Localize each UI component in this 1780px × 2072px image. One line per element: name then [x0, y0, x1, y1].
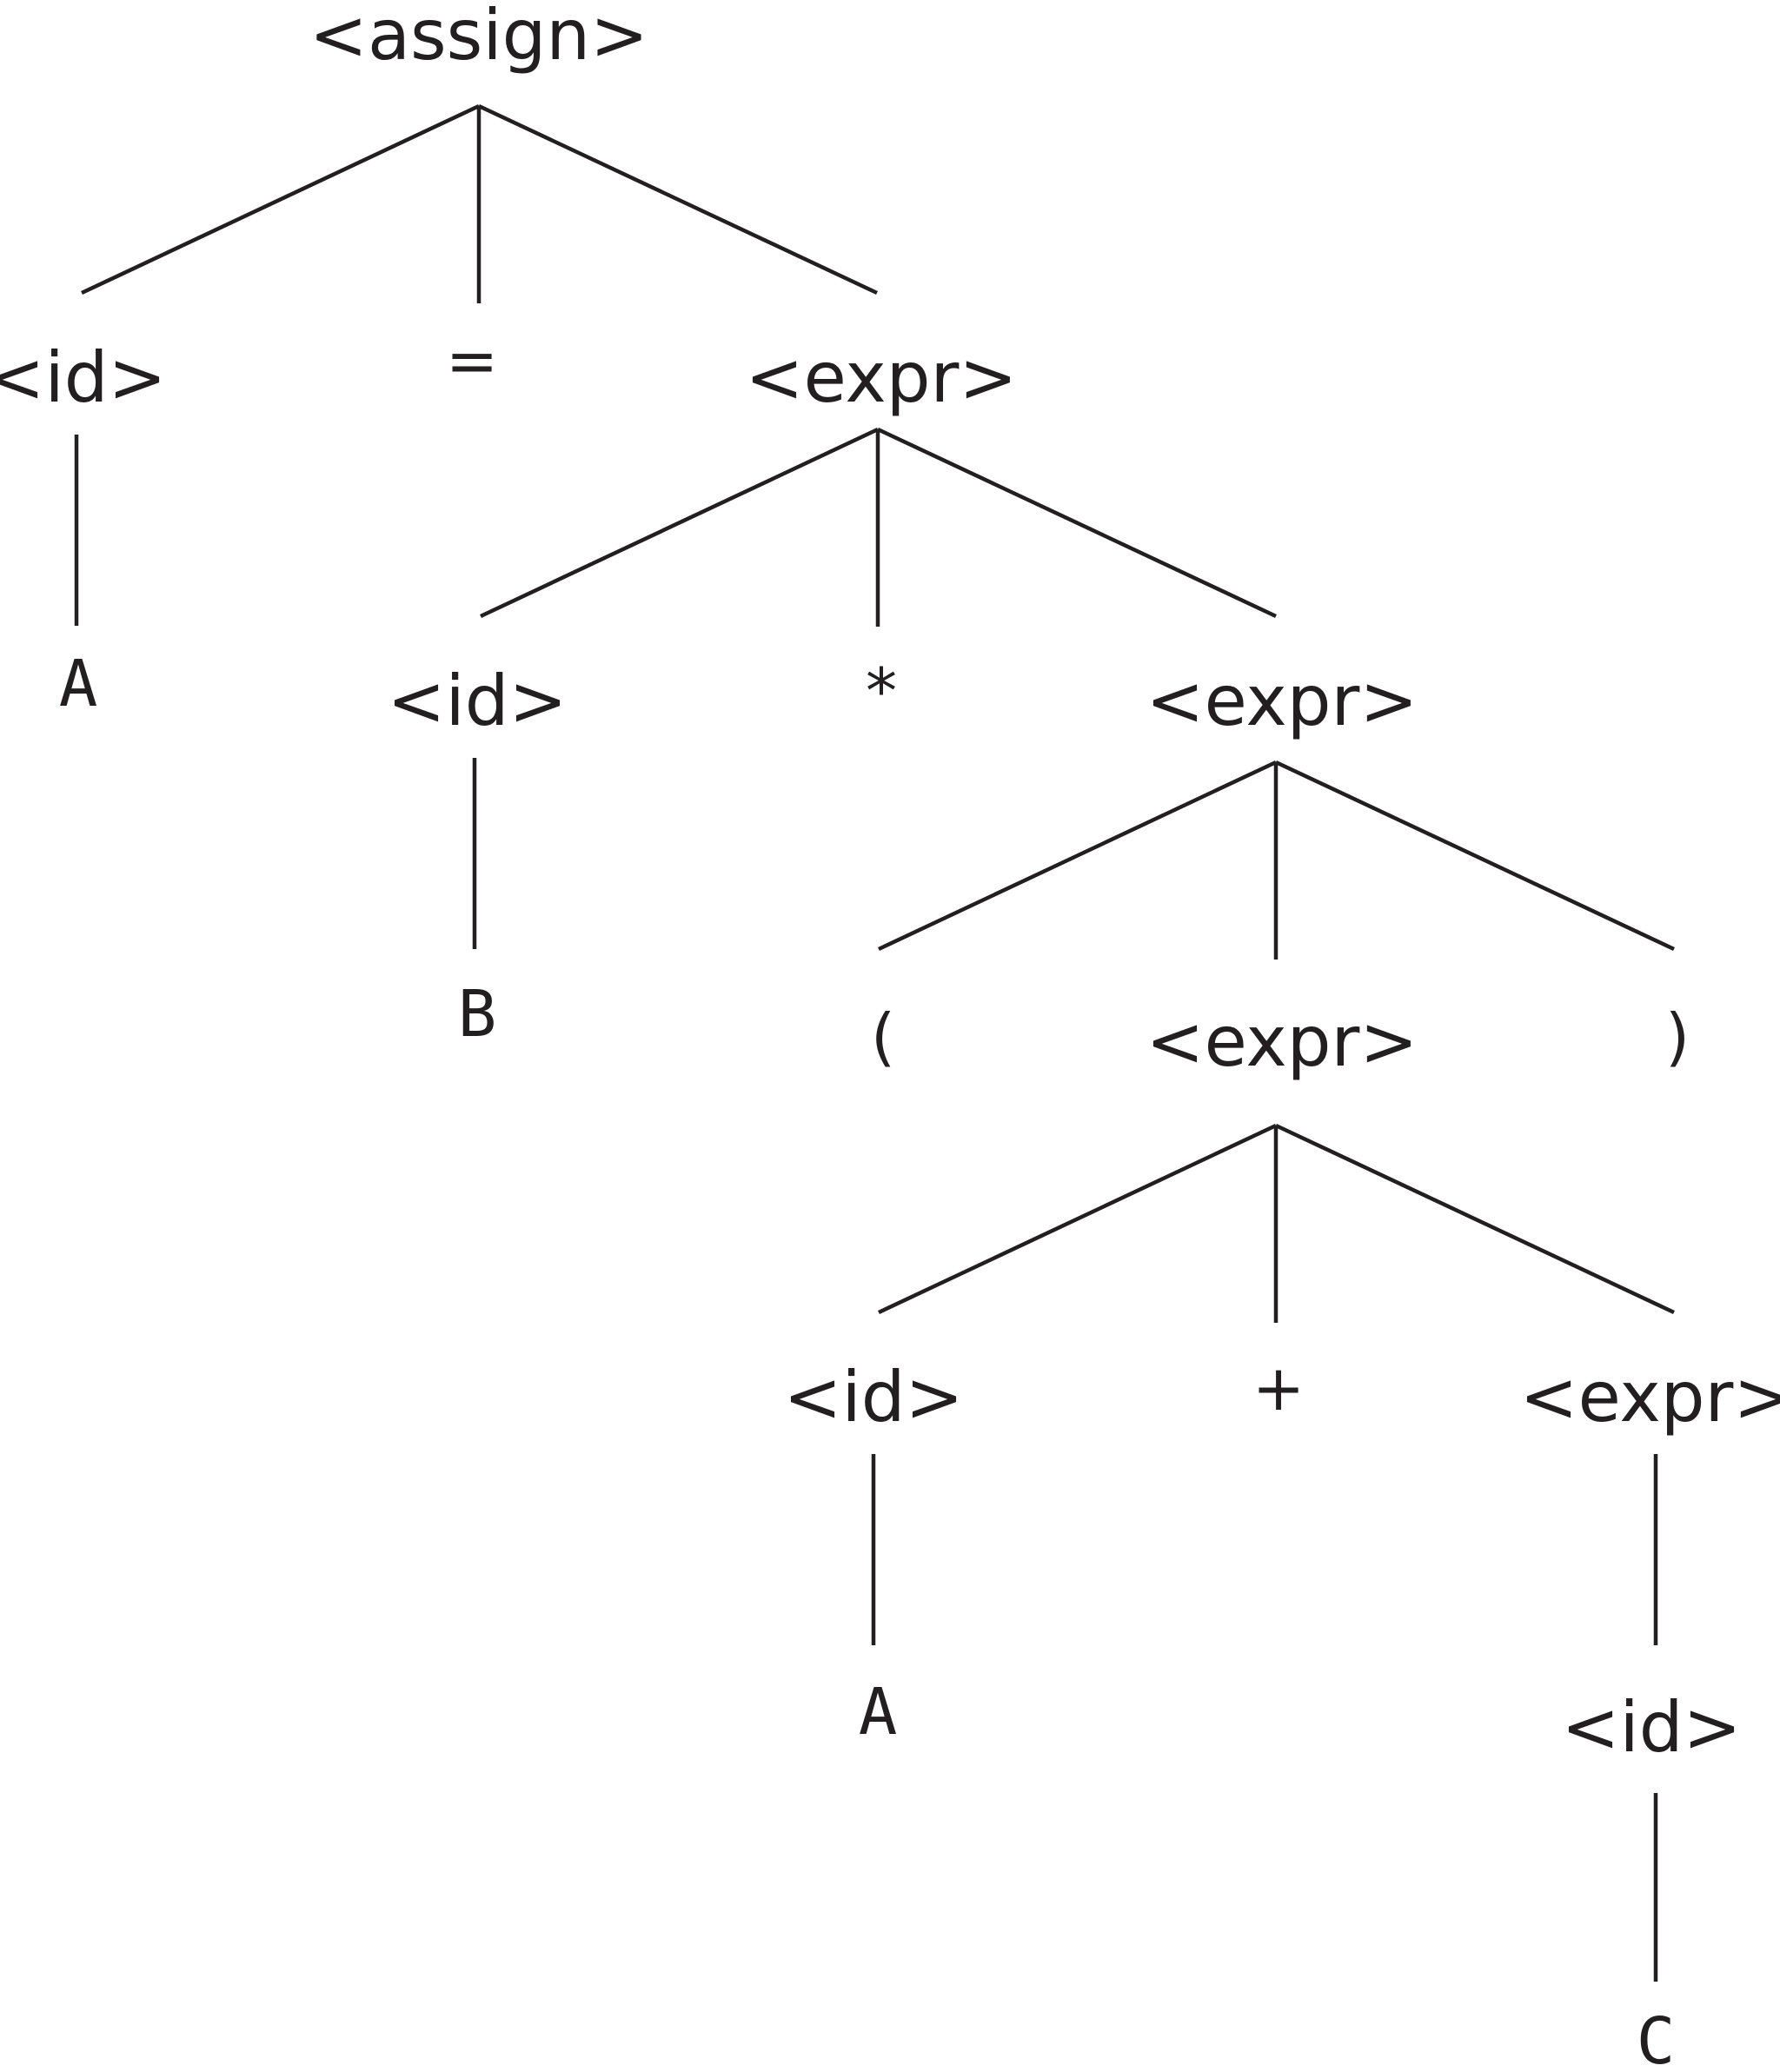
edge-assign-id: [81, 103, 480, 296]
node-rparen: ): [1665, 1000, 1690, 1073]
tree-edges: [74, 103, 1675, 1982]
node-assign: <assign>: [309, 0, 648, 76]
node-star: *: [866, 654, 897, 727]
node-id: <id>: [783, 1357, 963, 1438]
edge-expr-expr: [877, 427, 1277, 619]
edge-expr-rparen: [1275, 760, 1675, 952]
node-id: <id>: [1561, 1687, 1741, 1768]
node-expr: <expr>: [1520, 1357, 1780, 1438]
edge-assign-expr: [478, 103, 878, 296]
node-expr: <expr>: [1146, 1001, 1418, 1082]
node-equals: =: [446, 324, 498, 397]
edge-expr-id: [480, 427, 879, 619]
node-expr: <expr>: [746, 337, 1018, 418]
node-terminal-b: B: [458, 977, 497, 1052]
node-lparen: (: [871, 1000, 895, 1073]
edge-inner-id: [878, 1123, 1277, 1315]
node-terminal-a: A: [859, 1675, 898, 1750]
node-terminal-c: C: [1637, 2004, 1676, 2072]
node-terminal-a: A: [59, 647, 98, 721]
node-id: <id>: [0, 337, 167, 418]
edge-expr-lparen: [878, 760, 1277, 952]
node-id: <id>: [387, 661, 567, 741]
edge-inner-expr: [1275, 1123, 1675, 1315]
node-plus: +: [1252, 1351, 1305, 1424]
node-expr: <expr>: [1146, 661, 1418, 741]
